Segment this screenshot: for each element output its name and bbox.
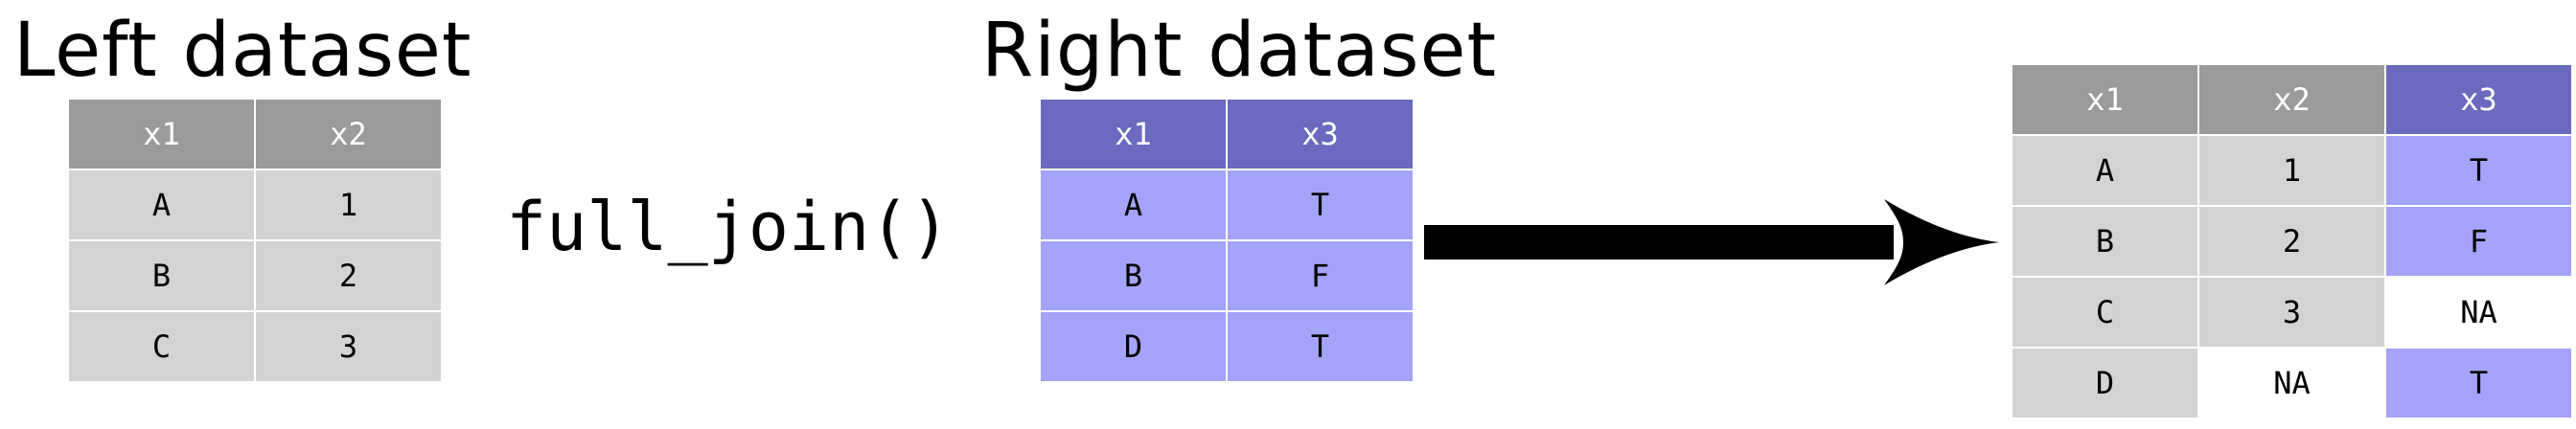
result-table-cell: 1 bbox=[2199, 136, 2384, 205]
left-column-header: x1 bbox=[69, 100, 254, 169]
right-table-cell: T bbox=[1228, 170, 1413, 239]
right-table-cell: D bbox=[1041, 312, 1226, 381]
left-column-header: x2 bbox=[256, 100, 441, 169]
result-table-cell: A bbox=[2012, 136, 2197, 205]
result-column-header: x2 bbox=[2199, 65, 2384, 134]
left-table-cell: 1 bbox=[256, 170, 441, 239]
result-table-cell: T bbox=[2386, 349, 2571, 418]
result-column-header: x3 bbox=[2386, 65, 2571, 134]
left-table-cell: A bbox=[69, 170, 254, 239]
full-join-function-label: full_join() bbox=[506, 188, 951, 266]
result-table-cell: F bbox=[2386, 207, 2571, 276]
right-dataset-title: Right dataset bbox=[981, 8, 1498, 94]
left-table-cell: 3 bbox=[256, 312, 441, 381]
right-table-cell: B bbox=[1041, 241, 1226, 310]
right-table-cell: A bbox=[1041, 170, 1226, 239]
result-table-cell: 3 bbox=[2199, 278, 2384, 347]
right-arrow-icon bbox=[1424, 199, 1999, 285]
left-table-cell: 2 bbox=[256, 241, 441, 310]
result-table-cell: B bbox=[2012, 207, 2197, 276]
right-table-cell: T bbox=[1228, 312, 1413, 381]
result-column-header: x1 bbox=[2012, 65, 2197, 134]
result-table-cell: NA bbox=[2386, 278, 2571, 347]
result-table-cell: T bbox=[2386, 136, 2571, 205]
left-dataset-title: Left dataset bbox=[13, 8, 472, 94]
result-table-cell: 2 bbox=[2199, 207, 2384, 276]
right-column-header: x1 bbox=[1041, 100, 1226, 169]
right-column-header: x3 bbox=[1228, 100, 1413, 169]
right-table-cell: F bbox=[1228, 241, 1413, 310]
left-table-cell: C bbox=[69, 312, 254, 381]
result-table-cell: NA bbox=[2199, 349, 2384, 418]
result-table-cell: C bbox=[2012, 278, 2197, 347]
result-table-cell: D bbox=[2012, 349, 2197, 418]
left-table-cell: B bbox=[69, 241, 254, 310]
